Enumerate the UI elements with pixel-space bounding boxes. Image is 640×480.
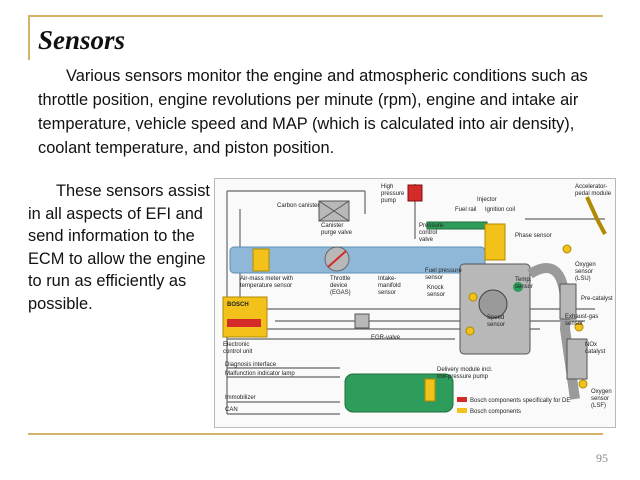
label-throttle-3: (EGAS) bbox=[330, 290, 351, 296]
label-high-pressure-pump-3: pump bbox=[381, 198, 397, 204]
label-exhaust-gas-1: Exhaust-gas bbox=[565, 314, 598, 320]
label-pressure-control-3: valve bbox=[419, 237, 434, 243]
knock-sensor-body bbox=[468, 292, 478, 302]
piston bbox=[478, 289, 508, 319]
label-air-mass-meter-1: Air-mass meter with bbox=[240, 276, 293, 282]
page-number: 95 bbox=[596, 451, 608, 465]
label-diagnosis-interface: Diagnosis interface bbox=[225, 362, 277, 368]
label-speed-sensor-2: sensor bbox=[487, 322, 505, 328]
label-speed-sensor-1: Speed bbox=[487, 315, 504, 321]
label-pressure-control-1: Pressure- bbox=[419, 223, 445, 229]
label-pre-catalyst: Pre-catalyst bbox=[581, 296, 613, 302]
label-knock-sensor-1: Knock bbox=[427, 285, 445, 291]
carbon-canister-cross bbox=[318, 200, 350, 222]
temp-sensor-body bbox=[513, 282, 523, 292]
label-intake-manifold-2: manifold bbox=[378, 283, 401, 289]
label-egr-valve: EGR-valve bbox=[371, 335, 401, 341]
label-ecu-2: control unit bbox=[223, 349, 253, 355]
label-malfunction-lamp: Malfunction indicator lamp bbox=[225, 371, 295, 377]
label-legend-bosch: Bosch components bbox=[470, 409, 521, 415]
label-can: CAN bbox=[225, 407, 238, 413]
label-throttle-2: device bbox=[330, 283, 348, 289]
label-throttle-1: Throttle bbox=[330, 276, 351, 282]
label-canister-purge-1: Canister bbox=[321, 223, 343, 229]
efi-diagram-svg: Carbon canister High pressure pump Fuel … bbox=[222, 184, 613, 415]
label-oxygen-lsf-1: Oxygen bbox=[591, 389, 612, 395]
air-mass-meter-body bbox=[252, 248, 270, 272]
accelerator-pedal-body bbox=[585, 196, 607, 235]
label-oxygen-lsu-1: Oxygen bbox=[575, 262, 596, 268]
label-delivery-module-1: Delivery module incl. bbox=[437, 367, 493, 373]
label-bosch-logo: BOSCH bbox=[227, 302, 249, 308]
label-oxygen-lsf-2: sensor bbox=[591, 396, 609, 402]
ecu-body bbox=[222, 296, 268, 338]
label-legend-de: Bosch components specifically for DE bbox=[470, 398, 570, 404]
top-rule bbox=[28, 15, 603, 17]
label-accelerator-pedal-2: pedal module bbox=[575, 191, 612, 197]
injector-body bbox=[484, 223, 506, 261]
label-nox-catalyst-1: NOx bbox=[585, 342, 597, 348]
label-air-mass-meter-2: temperature sensor bbox=[240, 283, 292, 289]
left-rule bbox=[28, 15, 30, 60]
label-nox-catalyst-2: catalyst bbox=[585, 349, 606, 355]
legend-bosch-swatch bbox=[457, 408, 467, 413]
speed-sensor-body bbox=[465, 326, 475, 336]
label-fuel-pressure-1: Fuel pressure bbox=[425, 268, 462, 274]
label-accelerator-pedal-1: Accelerator- bbox=[575, 184, 607, 190]
label-intake-manifold-1: Intake- bbox=[378, 276, 396, 282]
exhaust-pipe bbox=[527, 263, 580, 400]
efi-system-diagram: Carbon canister High pressure pump Fuel … bbox=[214, 178, 616, 428]
label-oxygen-lsu-3: (LSU) bbox=[575, 276, 591, 282]
label-high-pressure-pump-1: High bbox=[381, 184, 393, 190]
label-canister-purge-2: purge valve bbox=[321, 230, 353, 236]
exhaust-gas-sensor bbox=[574, 322, 584, 332]
label-immobilizer: Immobilizer bbox=[225, 395, 256, 401]
label-phase-sensor: Phase sensor bbox=[515, 233, 552, 239]
egr-valve-body bbox=[354, 313, 370, 329]
ecm-paragraph: These sensors assist in all aspects of E… bbox=[28, 182, 210, 313]
label-high-pressure-pump-2: pressure bbox=[381, 191, 405, 197]
wiring bbox=[226, 184, 605, 415]
label-pressure-control-2: control bbox=[419, 230, 437, 236]
oxygen-sensor-lsu bbox=[562, 244, 572, 254]
bottom-rule bbox=[28, 433, 603, 435]
label-knock-sensor-2: sensor bbox=[427, 292, 445, 298]
label-temp-sensor-1: Temp. bbox=[515, 277, 532, 283]
legend-de-swatch bbox=[457, 397, 467, 402]
label-ecu-1: Electronic bbox=[223, 342, 249, 348]
label-ignition-coil: Ignition coil bbox=[485, 207, 515, 213]
label-intake-manifold-3: sensor bbox=[378, 290, 396, 296]
high-pressure-pump-body bbox=[407, 184, 423, 202]
oxygen-sensor-lsf bbox=[578, 379, 588, 389]
slide-title: Sensors bbox=[38, 25, 126, 55]
delivery-module-body bbox=[424, 378, 436, 402]
label-oxygen-lsf-3: (LSF) bbox=[591, 403, 606, 409]
pre-catalyst-body bbox=[559, 283, 577, 320]
label-temp-sensor-2: sensor bbox=[515, 284, 533, 290]
label-injector: Injector bbox=[477, 197, 497, 203]
label-exhaust-gas-2: sensor bbox=[565, 321, 583, 327]
ecu-stripe bbox=[227, 319, 261, 327]
label-fuel-pressure-2: sensor bbox=[425, 275, 443, 281]
label-fuel-rail: Fuel rail bbox=[455, 207, 476, 213]
nox-catalyst-body bbox=[566, 338, 588, 380]
intro-paragraph: Various sensors monitor the engine and a… bbox=[38, 67, 588, 157]
label-oxygen-lsu-2: sensor bbox=[575, 269, 593, 275]
label-delivery-module-2: low-pressure pump bbox=[437, 374, 489, 380]
throttle-plate bbox=[327, 250, 347, 268]
label-carbon-canister: Carbon canister bbox=[277, 203, 319, 209]
